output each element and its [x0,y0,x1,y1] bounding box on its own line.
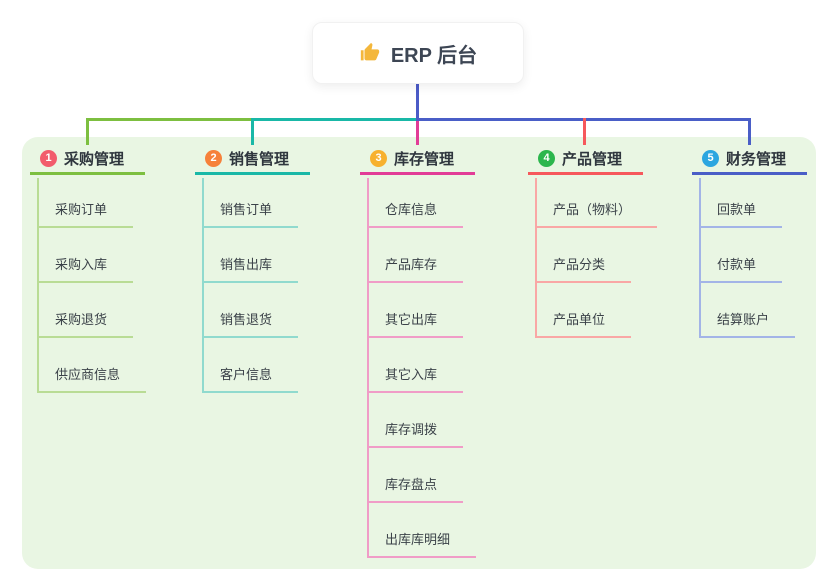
branch-number-badge: 5 [702,150,719,167]
child-topic[interactable]: 付款单 [699,254,783,283]
connector-line [415,82,419,121]
branch-topic[interactable]: 1 采购管理 [30,145,145,175]
branch-group-panel [22,137,816,569]
child-topic[interactable]: 采购入库 [37,254,134,283]
branch-number-badge: 4 [538,150,555,167]
branch-number-badge: 2 [205,150,222,167]
branch-spine-line [202,178,204,393]
connector-line [252,118,417,121]
root-node[interactable]: ERP 后台 [312,22,524,84]
branch-topic-label: 产品管理 [562,151,623,168]
branch-topic[interactable]: 3 库存管理 [360,145,475,175]
branch-topic-label: 采购管理 [64,151,125,168]
child-topic[interactable]: 仓库信息 [367,199,464,228]
child-topic[interactable]: 采购订单 [37,199,134,228]
child-topic[interactable]: 产品（物料） [535,199,658,228]
child-topic[interactable]: 回款单 [699,199,783,228]
connector-line [415,118,419,145]
branch-column-4: 4 产品管理产品（物料） 产品分类产品单位 [528,145,658,338]
branch-number-badge: 3 [370,150,387,167]
branch-spine-line [37,178,39,393]
child-topic[interactable]: 产品单位 [535,309,632,338]
branch-spine-line [367,178,369,558]
child-topic[interactable]: 采购退货 [37,309,134,338]
branch-spine-line [699,178,701,338]
root-title: ERP 后台 [390,44,478,67]
child-topic[interactable]: 出库库明细 [367,529,477,558]
branch-column-2: 2 销售管理销售订单销售出库销售退货客户信息 [195,145,310,393]
connector-line [87,118,252,121]
child-topic[interactable]: 库存盘点 [367,474,464,503]
child-topic[interactable]: 其它出库 [367,309,464,338]
child-topic[interactable]: 销售退货 [202,309,299,338]
child-topic[interactable]: 产品分类 [535,254,632,283]
branch-topic-label: 销售管理 [229,151,290,168]
thumbs-up-icon [359,42,381,64]
child-topic[interactable]: 库存调拨 [367,419,464,448]
branch-number-badge: 1 [40,150,57,167]
child-topic[interactable]: 客户信息 [202,364,299,393]
connector-line [250,118,254,145]
child-topic[interactable]: 销售出库 [202,254,299,283]
child-topic[interactable]: 产品库存 [367,254,464,283]
child-topic[interactable]: 其它入库 [367,364,464,393]
branch-column-1: 1 采购管理采购订单采购入库采购退货供应商信息 [30,145,147,393]
child-topic[interactable]: 供应商信息 [37,364,147,393]
branch-column-3: 3 库存管理仓库信息产品库存其它出库其它入库库存调拨库存盘点出库库明细 [360,145,477,558]
connector-line [747,118,751,145]
branch-topic[interactable]: 5 财务管理 [692,145,807,175]
branch-spine-line [535,178,537,338]
child-topic[interactable]: 结算账户 [699,309,796,338]
branch-topic-label: 财务管理 [726,151,787,168]
branch-topic[interactable]: 4 产品管理 [528,145,643,175]
branch-topic[interactable]: 2 销售管理 [195,145,310,175]
child-topic[interactable]: 销售订单 [202,199,299,228]
branch-topic-label: 库存管理 [394,151,455,168]
connector-line [582,118,586,145]
branch-column-5: 5 财务管理回款单付款单结算账户 [692,145,807,338]
connector-line [85,118,89,145]
